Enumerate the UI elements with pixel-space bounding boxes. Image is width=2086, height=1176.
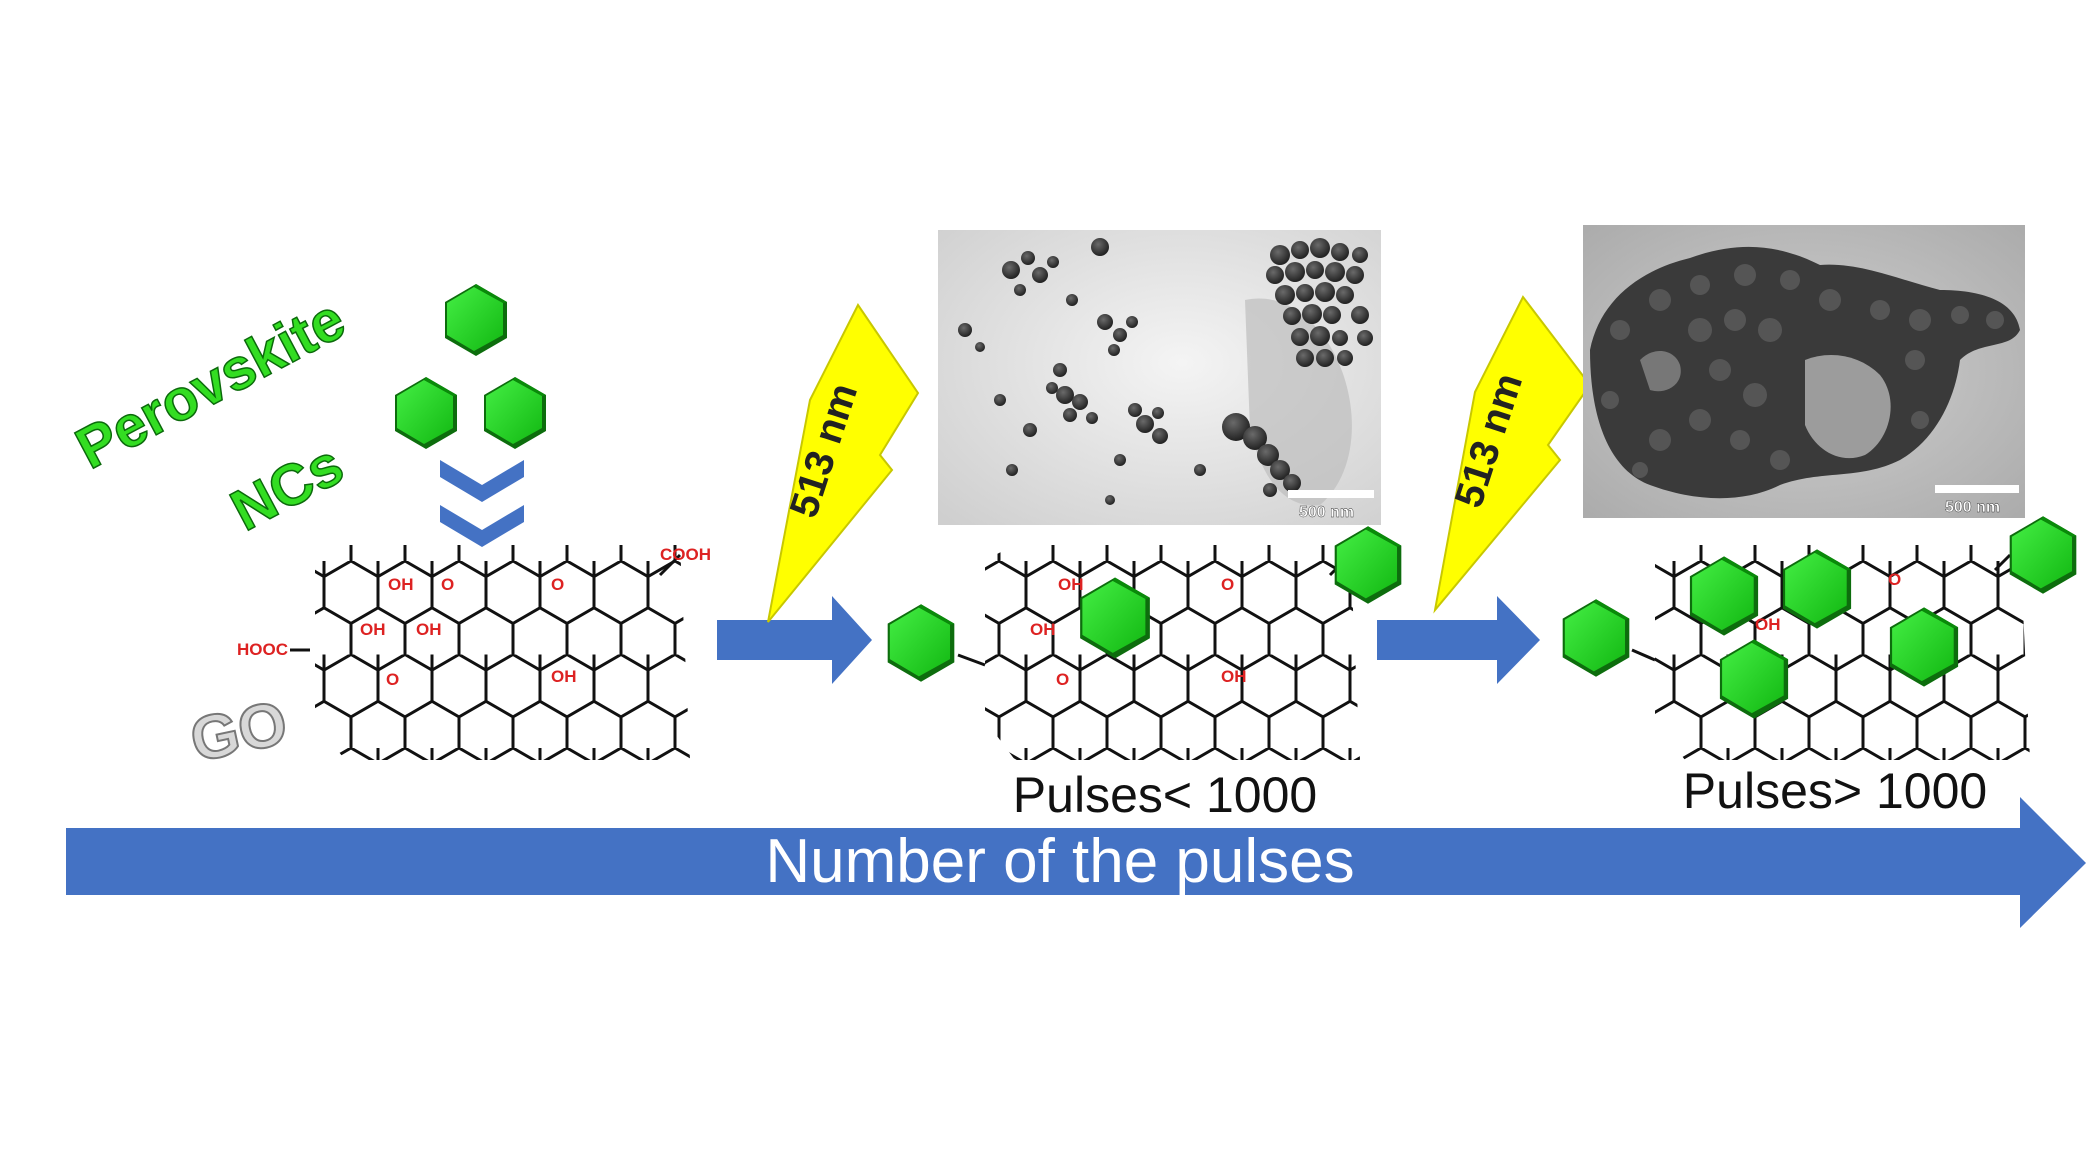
laser-bolt-icon: 513 nm [1433, 295, 1592, 614]
o-label: O [386, 670, 399, 689]
axis-label: Number of the pulses [765, 827, 1354, 896]
scale-bar-label: 500 nm [1945, 499, 2000, 516]
tem-image-low-pulses: 500 nm [938, 230, 1381, 525]
hooc-label: HOOC [237, 640, 288, 659]
oh-label: OH [551, 667, 577, 686]
o-label: O [1221, 575, 1234, 594]
perovskite-nc-icon [887, 604, 955, 682]
oh-label: OH [388, 575, 414, 594]
go-label: GO [185, 688, 294, 776]
o-label: O [441, 575, 454, 594]
nanoparticle-aggregate [1601, 264, 2004, 478]
perovskite-nc-icon [484, 377, 546, 449]
stage-caption: Pulses> 1000 [1683, 763, 1987, 819]
oh-label: OH [1221, 667, 1247, 686]
nanoparticle-cluster [958, 238, 1373, 505]
pulses-axis-arrow [66, 797, 2086, 928]
oh-label: OH [1755, 615, 1781, 634]
oh-label: OH [416, 620, 442, 639]
precursor-word-ncs: NCs [221, 432, 354, 544]
o-label: O [1888, 570, 1901, 589]
o-label: O [1056, 670, 1069, 689]
go-sheet: OH O [1562, 516, 2077, 760]
oh-label: OH [1030, 620, 1056, 639]
go-sheet: OH O OH O OH [887, 526, 1402, 760]
chevron-down-icon [440, 460, 524, 547]
perovskite-nc-icon [445, 284, 507, 356]
scale-bar [1288, 490, 1374, 498]
process-arrow [1377, 596, 1540, 684]
scale-bar [1935, 485, 2019, 493]
perovskite-nc-icon [1562, 599, 1630, 677]
scale-bar-label: 500 nm [1299, 504, 1354, 521]
process-arrow [717, 596, 872, 684]
perovskite-nc-icon [395, 377, 457, 449]
cooh-label: COOH [660, 545, 711, 564]
go-sheet: COOH HOOC OH O O OH OH O OH [237, 545, 711, 760]
oh-label: OH [1058, 575, 1084, 594]
o-label: O [551, 575, 564, 594]
oh-label: OH [360, 620, 386, 639]
tem-image-high-pulses: 500 nm [1583, 225, 2025, 518]
stage-caption: Pulses< 1000 [1013, 767, 1317, 823]
precursor-group: Perovskite NCs [65, 284, 546, 547]
laser-bolt-icon: 513 nm [767, 303, 920, 623]
